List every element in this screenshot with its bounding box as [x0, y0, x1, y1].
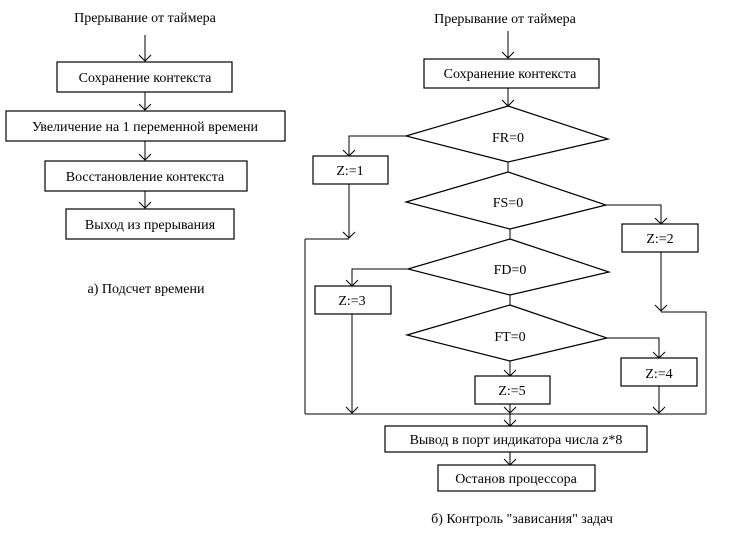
decision-fd-label: FD=0 — [494, 263, 527, 278]
arrowhead — [654, 304, 668, 312]
branch-line — [607, 337, 660, 358]
assign-z3 — [314, 285, 392, 315]
branch-line — [606, 204, 662, 224]
right-start-label: Прерывание от таймера — [434, 12, 577, 27]
left-step-restore-context-label: Восстановление контекста — [66, 170, 225, 185]
right-step-save-context — [423, 58, 600, 89]
arrowhead — [138, 54, 152, 62]
decision-fr-label: FR=0 — [492, 131, 524, 146]
left-flowchart: Прерывание от таймера Сохранение контекс… — [5, 11, 286, 297]
assign-z3-label: Z:=3 — [338, 294, 365, 309]
left-step-exit-interrupt — [65, 208, 235, 240]
left-step-save-context-label: Сохранение контекста — [79, 71, 212, 86]
decision-fs-label: FS=0 — [493, 196, 523, 211]
left-step-save-context — [56, 61, 233, 93]
arrowhead — [503, 406, 517, 414]
arrowhead — [652, 406, 666, 414]
arrowhead — [342, 231, 356, 239]
arrowhead — [138, 153, 152, 161]
output-to-port — [384, 425, 648, 453]
assign-z2-label: Z:=2 — [646, 232, 673, 247]
left-step-restore-context — [44, 160, 248, 192]
branch-line — [348, 135, 406, 156]
left-step-exit-interrupt-label: Выход из прерывания — [85, 218, 216, 233]
right-caption: б) Контроль "зависания" задач — [431, 512, 613, 527]
arrowhead — [138, 103, 152, 111]
assign-z4 — [620, 357, 698, 387]
branch-line — [351, 268, 408, 286]
halt-processor — [437, 464, 596, 492]
assign-z4-label: Z:=4 — [645, 367, 672, 382]
output-to-port-label: Вывод в порт индикатора числа z*8 — [410, 433, 623, 448]
assign-z5 — [474, 375, 551, 405]
arrowhead — [345, 406, 359, 414]
assign-z2 — [621, 223, 699, 253]
right-step-save-context-label: Сохранение контекста — [444, 67, 577, 82]
left-start-label: Прерывание от таймера — [74, 11, 217, 26]
arrowhead — [138, 201, 152, 209]
assign-z1-label: Z:=1 — [336, 164, 363, 179]
left-step-increment-time-label: Увеличение на 1 переменной времени — [32, 120, 259, 135]
assign-z1 — [312, 155, 389, 185]
assign-z5-label: Z:=5 — [498, 384, 525, 399]
arrowhead — [501, 51, 515, 59]
halt-processor-label: Останов процессора — [455, 472, 577, 487]
right-flowchart: Прерывание от таймера Сохранение контекс… — [304, 12, 707, 527]
decision-ft-label: FT=0 — [494, 330, 525, 345]
connector-line — [661, 311, 707, 414]
left-caption: а) Подсчет времени — [88, 282, 205, 297]
